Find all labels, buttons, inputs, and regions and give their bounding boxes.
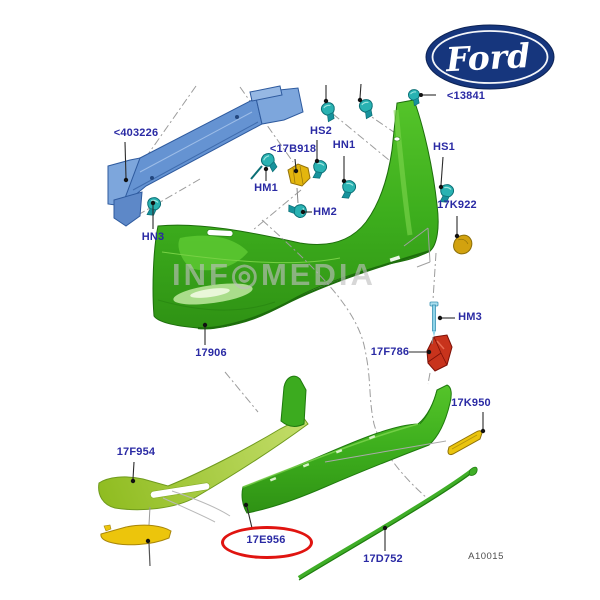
part-yellow-pad [100, 524, 172, 567]
part-label-hm3[interactable]: HM3 [458, 311, 482, 323]
part-label-hn3[interactable]: HN3 [141, 231, 165, 243]
part-label-17k922[interactable]: 17K922 [437, 199, 477, 211]
part-label-13841[interactable]: <13841 [446, 90, 486, 102]
part-screw-hm3 [429, 301, 439, 345]
ford-logo: Ford [425, 24, 555, 90]
part-label-17f786[interactable]: 17F786 [370, 346, 410, 358]
ghost-outline-part [148, 490, 231, 526]
part-label-403226[interactable]: <403226 [113, 127, 159, 139]
part-label-hm2[interactable]: HM2 [313, 206, 337, 218]
callout-dots [123, 93, 486, 544]
part-strip-17d752 [297, 466, 478, 581]
part-label-17f954[interactable]: 17F954 [116, 446, 156, 458]
part-lower-valance-17e956 [241, 375, 452, 514]
part-lower-lip-17f954 [98, 416, 309, 511]
clip-hs2 [310, 158, 329, 181]
part-slider-17k950 [447, 430, 483, 456]
part-label-17k950[interactable]: 17K950 [451, 397, 491, 409]
fastener-clips [144, 87, 456, 220]
part-label-hs1[interactable]: HS1 [433, 141, 455, 153]
guide-line-17k950 [324, 440, 447, 463]
part-label-17d752[interactable]: 17D752 [363, 553, 403, 565]
callout-lines [124, 83, 484, 551]
part-impact-bar-403226 [107, 85, 304, 227]
part-label-hm1[interactable]: HM1 [254, 182, 278, 194]
clip-top-1 [319, 100, 339, 124]
part-label-17906[interactable]: 17906 [195, 347, 227, 359]
part-label-17b918[interactable]: <17B918 [269, 143, 317, 155]
part-label-hs2[interactable]: HS2 [310, 125, 332, 137]
ford-logo-text: Ford [444, 36, 531, 79]
figure-code: A10015 [468, 551, 504, 562]
part-bumper-cover-17906 [152, 99, 439, 330]
part-bracket-17b918 [287, 163, 311, 204]
part-reflector-17f786 [426, 334, 453, 372]
selection-ellipse [221, 526, 313, 559]
part-label-hn1[interactable]: HN1 [332, 139, 356, 151]
part-clip-17k922 [403, 227, 473, 268]
